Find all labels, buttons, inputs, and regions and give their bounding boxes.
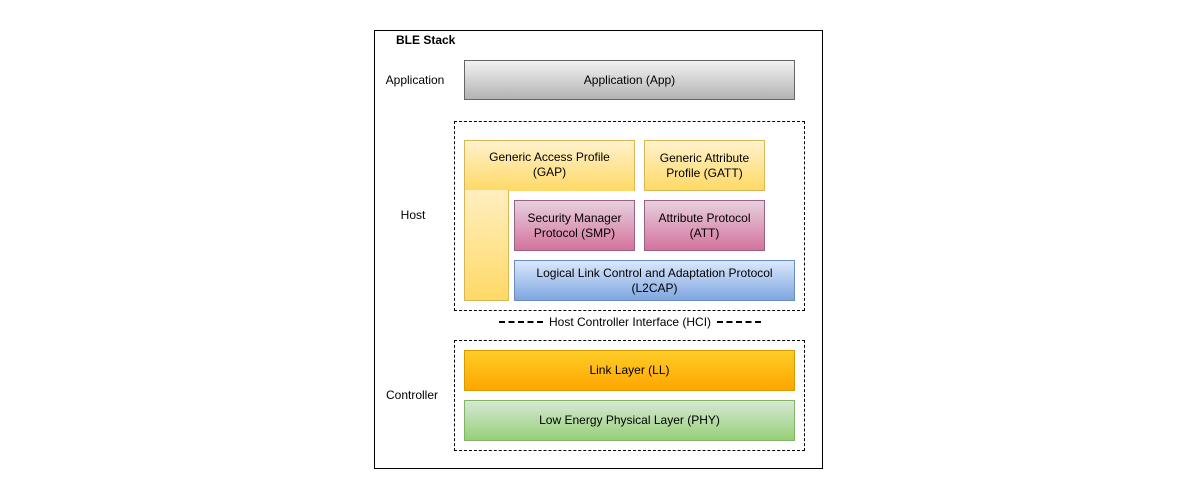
hci-dash-right bbox=[717, 321, 762, 323]
hci-interface: Host Controller Interface (HCI) bbox=[493, 315, 767, 329]
host-group bbox=[454, 121, 805, 311]
smp-block: Security Manager Protocol (SMP) bbox=[514, 200, 635, 251]
phy-block: Low Energy Physical Layer (PHY) bbox=[464, 400, 795, 441]
gap-block-side bbox=[464, 190, 509, 301]
layer-label-host: Host bbox=[400, 208, 426, 222]
controller-group bbox=[454, 340, 805, 451]
gatt-block: Generic Attribute Profile (GATT) bbox=[644, 140, 765, 191]
layer-label-application: Application bbox=[385, 73, 445, 87]
att-block: Attribute Protocol (ATT) bbox=[644, 200, 765, 251]
hci-label: Host Controller Interface (HCI) bbox=[549, 315, 712, 329]
l2cap-block-label: Logical Link Control and Adaptation Prot… bbox=[536, 265, 773, 295]
gap-block-label: Generic Access Profile (GAP) bbox=[489, 150, 610, 179]
smp-block-label: Security Manager Protocol (SMP) bbox=[527, 210, 622, 240]
gap-block-top bbox=[464, 140, 635, 191]
hci-dash-left bbox=[499, 321, 543, 323]
application-block: Application (App) bbox=[464, 60, 795, 100]
diagram-title: BLE Stack bbox=[396, 33, 456, 47]
phy-block-label: Low Energy Physical Layer (PHY) bbox=[539, 413, 720, 427]
l2cap-block: Logical Link Control and Adaptation Prot… bbox=[514, 260, 795, 301]
ble-stack-frame bbox=[374, 30, 823, 469]
gatt-block-label: Generic Attribute Profile (GATT) bbox=[659, 150, 750, 180]
att-block-label: Attribute Protocol (ATT) bbox=[658, 210, 751, 240]
layer-label-controller: Controller bbox=[385, 388, 439, 402]
link-layer-block: Link Layer (LL) bbox=[464, 350, 795, 391]
application-block-label: Application (App) bbox=[583, 72, 676, 87]
link-layer-block-label: Link Layer (LL) bbox=[589, 363, 670, 377]
